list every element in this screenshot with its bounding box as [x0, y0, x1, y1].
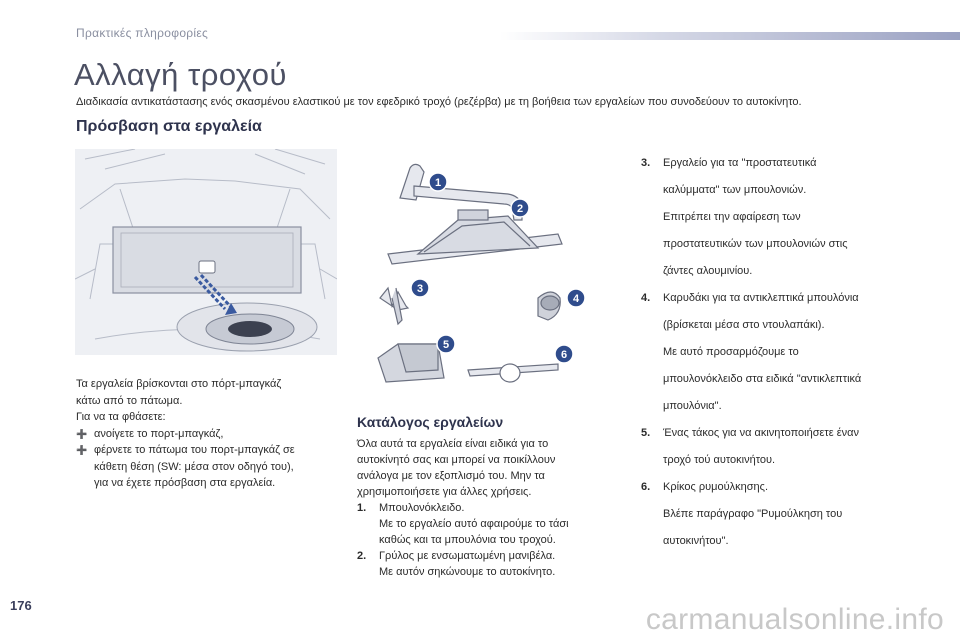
- callout-2: 2: [517, 203, 523, 215]
- tool-line: Καρυδάκι για τα αντικλεπτικά μπουλόνια: [663, 292, 859, 304]
- catalog-intro-line: Όλα αυτά τα εργαλεία είναι ειδικά για το: [357, 438, 549, 450]
- header-gradient-bar: [500, 32, 960, 40]
- callout-6: 6: [561, 349, 567, 361]
- callout-3: 3: [417, 283, 423, 295]
- tool-item-2: 2. Γρύλος με ενσωματωμένη μανιβέλα. Με α…: [357, 548, 607, 580]
- tool-item-5: 5. Ένας τάκος για να ακινητοποιήσετε ένα…: [641, 425, 901, 468]
- running-header: Πρακτικές πληροφορίες: [76, 26, 209, 40]
- tool-line: μπουλονόκλειδο στα ειδικά "αντικλεπτικά: [663, 373, 862, 385]
- tool-item-4: 4. Καρυδάκι για τα αντικλεπτικά μπουλόνι…: [641, 290, 901, 414]
- callout-5-marker: [436, 334, 456, 354]
- access-bullet: ➕ φέρνετε το πάτωμα του πορτ-μπαγκάζ σε …: [76, 442, 346, 492]
- tool-line: Γρύλος με ενσωματωμένη μανιβέλα.: [379, 550, 556, 562]
- bullet-line: κάθετη θέση (SW: μέσα στον οδηγό του),: [94, 460, 294, 473]
- callout-5: 5: [443, 339, 449, 351]
- catalog-intro-line: χρησιμοποιήσετε για άλλες χρήσεις.: [357, 486, 532, 498]
- callout-3-marker: [410, 278, 430, 298]
- tool-line: Με αυτόν σηκώνουμε το αυτοκίνητο.: [379, 566, 556, 578]
- tool-number: 3.: [641, 157, 651, 169]
- tool-line: αυτοκινήτου".: [663, 535, 729, 547]
- tool-item-1: 1. Μπουλονόκλειδο. Με το εργαλείο αυτό α…: [357, 500, 607, 548]
- callout-markers: [410, 172, 586, 364]
- access-text: Τα εργαλεία βρίσκονται στο πόρτ-μπαγκάζ …: [76, 376, 346, 492]
- tools-illustration: 1 2 3 4 5 6: [377, 163, 586, 383]
- tool-line: καθώς και τα μπουλόνια του τροχού.: [379, 534, 556, 546]
- tool-line: Ένας τάκος για να ακινητοποιήσετε έναν: [663, 427, 859, 439]
- callout-6-marker: [554, 344, 574, 364]
- tool-number: 5.: [641, 427, 651, 439]
- page-title: Αλλαγή τροχού: [74, 57, 287, 92]
- tool-number: 2.: [357, 550, 367, 562]
- tool-line: καλύμματα" των μπουλονιών.: [663, 184, 807, 196]
- catalog-intro-line: αυτοκίνητό σας και μπορεί να ποικίλλουν: [357, 454, 556, 466]
- callout-1-marker: [428, 172, 448, 192]
- tool-line: Μπουλονόκλειδο.: [379, 502, 465, 514]
- bullet-line: φέρνετε το πάτωμα του πορτ-μπαγκάζ σε: [94, 444, 295, 456]
- tool-number: 4.: [641, 292, 651, 304]
- access-intro-line: Για να τα φθάσετε:: [76, 411, 166, 423]
- tool-line: Επιτρέπει την αφαίρεση των: [663, 211, 801, 223]
- bullet-line: ανοίγετε το πορτ-μπαγκάζ,: [94, 427, 224, 440]
- tool-line: ζάντες αλουμινίου.: [663, 265, 753, 277]
- tool-line: προστατευτικών των μπουλονιών στις: [663, 238, 848, 250]
- tool-list-continued: 3. Εργαλείο για τα "προστατευτικά καλύμμ…: [641, 144, 901, 560]
- page-number: 176: [10, 598, 32, 613]
- tool-line: Με το εργαλείο αυτό αφαιρούμε το τάσι: [379, 518, 569, 530]
- watermark: carmanualsonline.info: [645, 603, 944, 636]
- tool-line: τροχό τού αυτοκινήτου.: [663, 454, 776, 466]
- access-heading: Πρόσβαση στα εργαλεία: [76, 118, 262, 135]
- callout-4: 4: [573, 293, 580, 305]
- page-subtitle: Διαδικασία αντικατάστασης ενός σκασμένου…: [76, 96, 802, 108]
- catalog-text: Όλα αυτά τα εργαλεία είναι ειδικά για το…: [357, 436, 607, 580]
- tool-number: 1.: [357, 502, 367, 514]
- bullet-marker-icon: ➕: [76, 428, 88, 439]
- tool-number: 6.: [641, 481, 651, 493]
- tool-line: μπουλόνια".: [663, 400, 722, 412]
- tool-line: Με αυτό προσαρμόζουμε το: [663, 346, 799, 358]
- callout-2-marker: [510, 198, 530, 218]
- access-intro-line: Τα εργαλεία βρίσκονται στο πόρτ-μπαγκάζ: [76, 378, 282, 390]
- tool-item-3: 3. Εργαλείο για τα "προστατευτικά καλύμμ…: [641, 155, 901, 279]
- access-intro-line: κάτω από το πάτωμα.: [76, 394, 183, 407]
- bullet-line: για να έχετε πρόσβαση στα εργαλεία.: [94, 477, 276, 489]
- callout-1: 1: [435, 177, 441, 189]
- tool-line: (βρίσκεται μέσα στο ντουλαπάκι).: [663, 319, 825, 331]
- catalog-intro-line: ανάλογα με τον εξοπλισμό του. Μην τα: [357, 470, 545, 482]
- tool-line: Εργαλείο για τα "προστατευτικά: [663, 157, 817, 169]
- catalog-heading: Κατάλογος εργαλείων: [357, 414, 504, 430]
- callout-4-marker: [566, 288, 586, 308]
- trunk-illustration: [75, 149, 337, 355]
- tool-line: Κρίκος ρυμούλκησης.: [663, 481, 769, 493]
- tool-item-6: 6. Κρίκος ρυμούλκησης. Βλέπε παράγραφο "…: [641, 479, 901, 549]
- access-bullet: ➕ ανοίγετε το πορτ-μπαγκάζ,: [76, 426, 346, 443]
- tool-line: Βλέπε παράγραφο "Ρυμούλκηση του: [663, 508, 843, 520]
- bullet-marker-icon: ➕: [76, 445, 88, 455]
